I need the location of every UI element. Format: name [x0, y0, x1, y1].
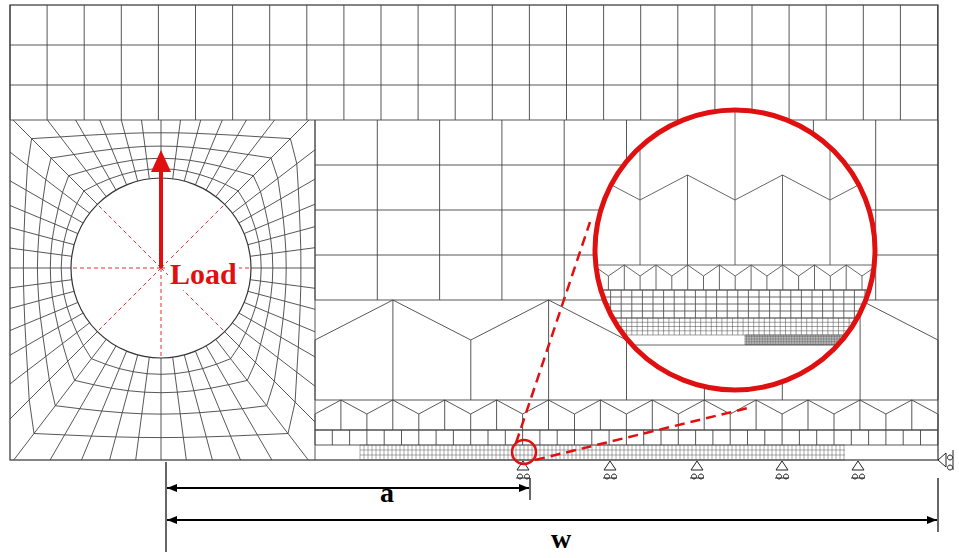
zoom-spot — [512, 440, 536, 464]
fine-mesh — [360, 445, 845, 460]
zoomed-fine-mesh — [600, 318, 870, 345]
plate-outline — [10, 5, 938, 460]
extension-line — [165, 462, 166, 552]
load-arrowhead — [151, 150, 171, 172]
extension-line — [529, 478, 530, 500]
load-arrow — [159, 168, 163, 268]
zoom-leader — [535, 408, 748, 460]
roller-supports — [516, 450, 953, 479]
load-label: Load — [168, 258, 239, 290]
dimension-line-a — [167, 487, 529, 489]
zoomed-mesh — [545, 100, 925, 345]
extension-line — [937, 478, 938, 532]
dimension-line-w — [167, 519, 937, 521]
zoom-circle — [595, 110, 875, 390]
dimension-label: a — [378, 478, 396, 508]
zoom-leader — [516, 222, 590, 443]
mesh-lines — [10, 5, 938, 460]
dimension-label: w — [549, 524, 573, 554]
